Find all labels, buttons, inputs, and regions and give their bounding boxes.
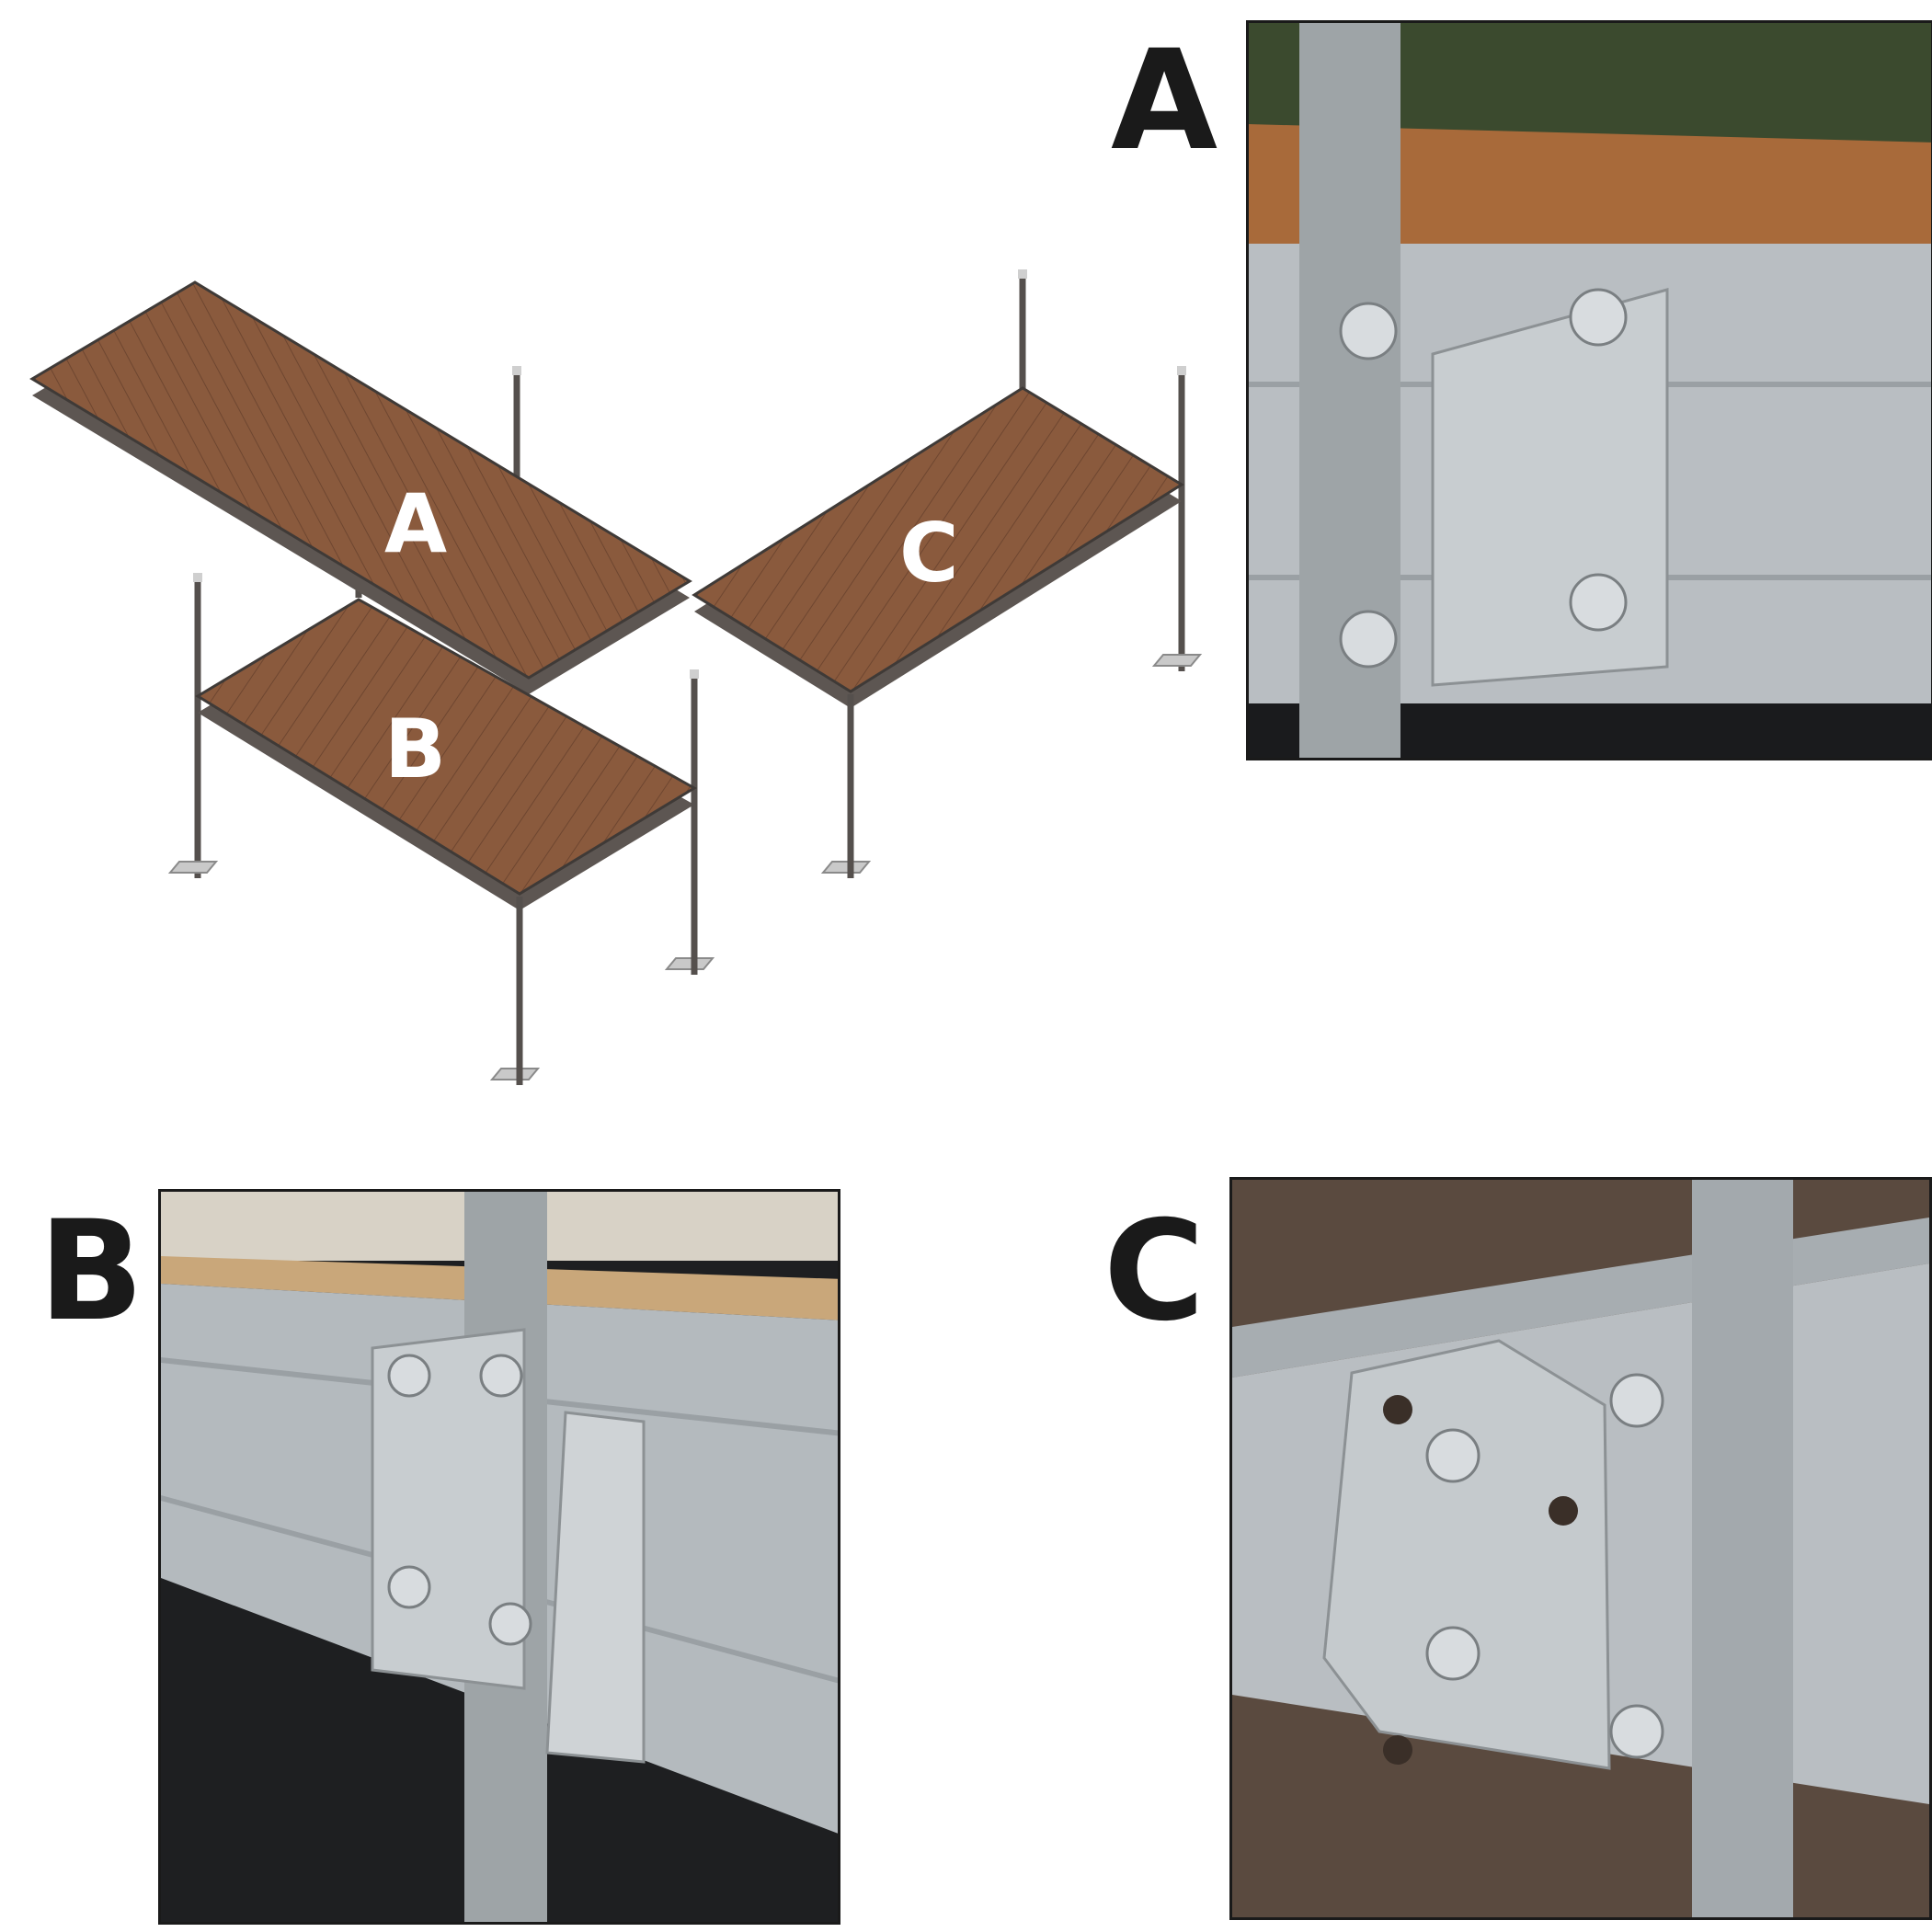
deck-label-a: A [384, 476, 447, 571]
leg-foot-plates [167, 654, 1203, 1080]
detail-photo-c [1229, 1177, 1932, 1920]
deck-c [692, 386, 1184, 708]
photo-c-art [1232, 1180, 1929, 1917]
detail-photo-b [158, 1189, 840, 1925]
detail-label-a: A [1111, 21, 1218, 181]
detail-label-b: B [39, 1192, 144, 1352]
photo-a-art [1249, 23, 1931, 758]
detail-photo-a [1246, 20, 1932, 760]
deck-a [29, 280, 692, 694]
photo-b-art [161, 1192, 838, 1922]
dock-diagram: A B C [29, 269, 1203, 1085]
detail-label-c: C [1103, 1192, 1206, 1352]
deck-b [195, 598, 697, 910]
deck-label-b: B [384, 702, 446, 796]
deck-label-c: C [899, 506, 959, 600]
